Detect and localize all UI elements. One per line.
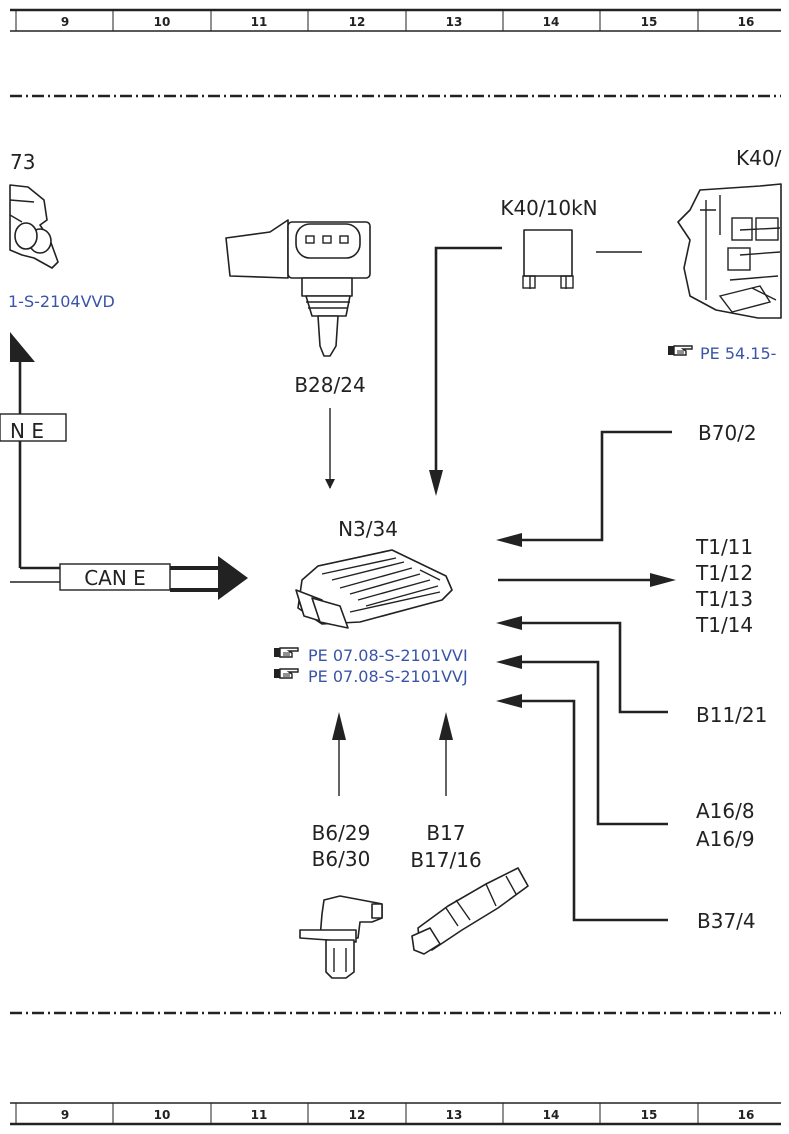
sensor-b28-label: B28/24 (294, 373, 365, 397)
t1-12-label: T1/12 (695, 561, 753, 585)
ruler-top-15: 15 (641, 15, 658, 29)
ecu-label: N3/34 (338, 517, 398, 541)
ruler-bottom-12: 12 (349, 1108, 366, 1122)
b11-arrowhead (496, 616, 522, 630)
b70-arrowhead (496, 533, 522, 547)
ruler-bottom-13: 13 (446, 1108, 463, 1122)
ruler-bottom-11: 11 (251, 1108, 268, 1122)
ruler-top-14: 14 (543, 15, 560, 29)
left-partial-ref: 1-S-2104VVD (8, 292, 115, 311)
can-bus: CAN E (10, 556, 248, 600)
ecu-ref-2: PE 07.08-S-2101VVJ (308, 667, 468, 686)
ruler-top-13: 13 (446, 15, 463, 29)
hand-pointer-icon (273, 668, 299, 679)
b37-arrowhead (496, 694, 522, 708)
bottom-ruler: 9 10 11 12 13 14 15 16 (10, 1102, 781, 1126)
a16-line (520, 660, 668, 826)
relay-line (434, 246, 502, 484)
ruler-bottom-15: 15 (641, 1108, 658, 1122)
relay-arrowhead (429, 470, 443, 496)
ruler-top-10: 10 (154, 15, 171, 29)
b11-label: B11/21 (696, 703, 767, 727)
ruler-top-16: 16 (738, 15, 755, 29)
b11-line (520, 621, 668, 714)
a16-arrowhead (496, 655, 522, 669)
b6-30-label: B6/30 (312, 847, 371, 871)
ignition-lock-partial: 73 1-S-2104VVD (8, 150, 115, 311)
ruler-bottom-9: 9 (61, 1108, 69, 1122)
a16-8-label: A16/8 (696, 799, 755, 823)
ecu-n3-34: N3/34 PE 07.08-S-2101VVI PE 07.08-S-2101… (273, 517, 468, 686)
hand-pointer-icon (273, 647, 299, 658)
relay-k40-10kn: K40/10kN (500, 196, 642, 289)
b6-29-label: B6/29 (312, 821, 371, 845)
sensor-b28-24: B28/24 (225, 219, 371, 397)
fuse-box-ref: PE 54.15- (700, 344, 776, 363)
t1-arrowhead (650, 573, 676, 587)
top-ruler: 9 10 11 12 13 14 15 16 (10, 8, 781, 32)
b17-label: B17 (426, 821, 465, 845)
can-bus-label: CAN E (84, 566, 146, 590)
sensor-b6 (299, 895, 383, 979)
ruler-top-9: 9 (61, 15, 69, 29)
b6-arrowhead (332, 712, 346, 740)
ruler-top-11: 11 (251, 15, 268, 29)
ruler-bottom-16: 16 (738, 1108, 755, 1122)
ruler-top-12: 12 (349, 15, 366, 29)
b37-line (520, 699, 668, 922)
t1-14-label: T1/14 (695, 613, 753, 637)
b17-16-label: B17/16 (410, 848, 481, 872)
b37-label: B37/4 (697, 909, 756, 933)
a16-9-label: A16/9 (696, 827, 755, 851)
b17-arrowhead (439, 712, 453, 740)
b70-line (520, 430, 672, 542)
ruler-bottom-14: 14 (543, 1108, 560, 1122)
fuse-box-label: K40/ (736, 146, 782, 170)
ruler-bottom-10: 10 (154, 1108, 171, 1122)
ecu-ref-1: PE 07.08-S-2101VVI (308, 646, 468, 665)
left-partial-label: 73 (10, 150, 35, 174)
b70-label: B70/2 (698, 421, 757, 445)
sensor-b17 (411, 867, 529, 955)
left-can-line: N E (0, 332, 67, 570)
t1-13-label: T1/13 (695, 587, 753, 611)
t1-11-label: T1/11 (695, 535, 753, 559)
fuse-box-partial: K40/ PE 54.15- (667, 146, 782, 363)
hand-pointer-icon (667, 345, 693, 356)
can-partial-label: N E (10, 419, 44, 443)
relay-label: K40/10kN (500, 196, 597, 220)
